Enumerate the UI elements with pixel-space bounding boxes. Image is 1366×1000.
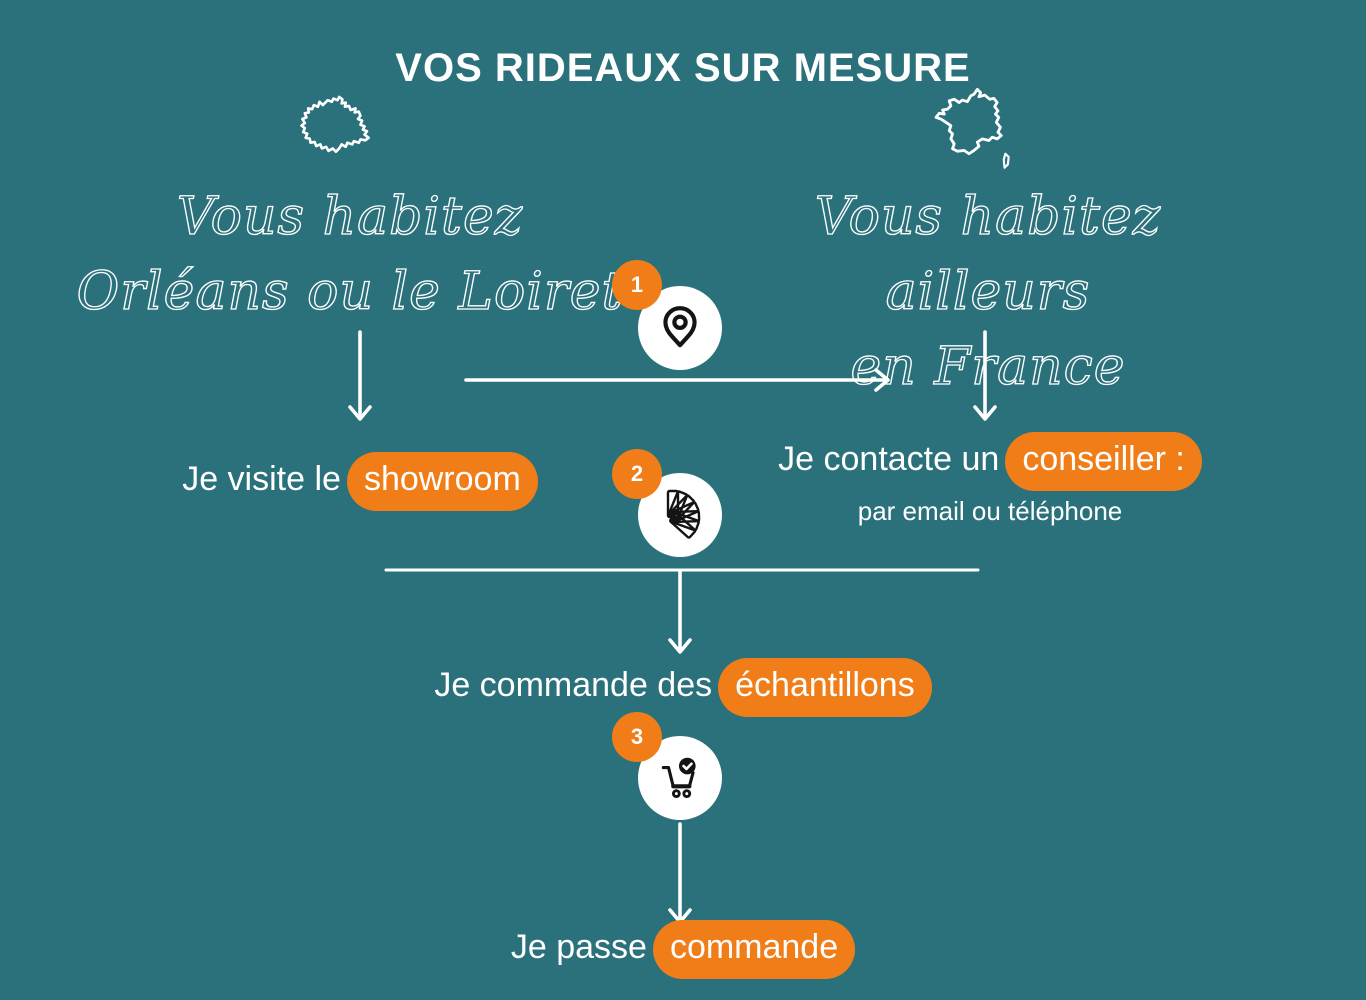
step2-number-badge: 2 [612, 449, 662, 499]
order-prefix: Je passe [510, 928, 647, 966]
left-heading-line1: Vous habitez [176, 186, 524, 247]
right-heading-line2: en France [850, 336, 1126, 397]
arrow-middle-down [668, 570, 692, 654]
step1-number-badge: 1 [612, 260, 662, 310]
cart-check-icon [661, 757, 696, 799]
right-action-subtext: par email ou téléphone [857, 496, 1123, 527]
fabric-swatches-icon [666, 489, 701, 539]
page-title: VOS RIDEAUX SUR MESURE [395, 46, 971, 90]
left-branch-heading: Vous habitez Orléans ou le Loiret [50, 180, 650, 330]
right-heading-line1: Vous habitez ailleurs [814, 186, 1162, 322]
order-highlight: commande [652, 920, 856, 980]
right-branch-heading: Vous habitez ailleurs en France [728, 180, 1248, 405]
arrow-bottom-down [668, 822, 692, 924]
step1-number: 1 [630, 272, 644, 297]
left-action-highlight: showroom [346, 452, 538, 512]
step3-number-badge: 3 [612, 712, 662, 762]
right-action-prefix: Je contacte un [778, 440, 1000, 478]
step2-number: 2 [630, 461, 644, 486]
left-heading-line2: Orléans ou le Loiret [76, 261, 624, 322]
samples-prefix: Je commande des [434, 666, 713, 704]
france-map-icon [934, 87, 1010, 169]
left-action-prefix: Je visite le [182, 460, 341, 498]
loiret-map-icon [300, 95, 370, 154]
arrow-left-down [348, 330, 372, 421]
samples-highlight: échantillons [718, 658, 932, 718]
location-pin-icon [663, 306, 697, 348]
step3-number: 3 [630, 724, 644, 749]
right-action-highlight: conseiller : [1005, 432, 1202, 492]
